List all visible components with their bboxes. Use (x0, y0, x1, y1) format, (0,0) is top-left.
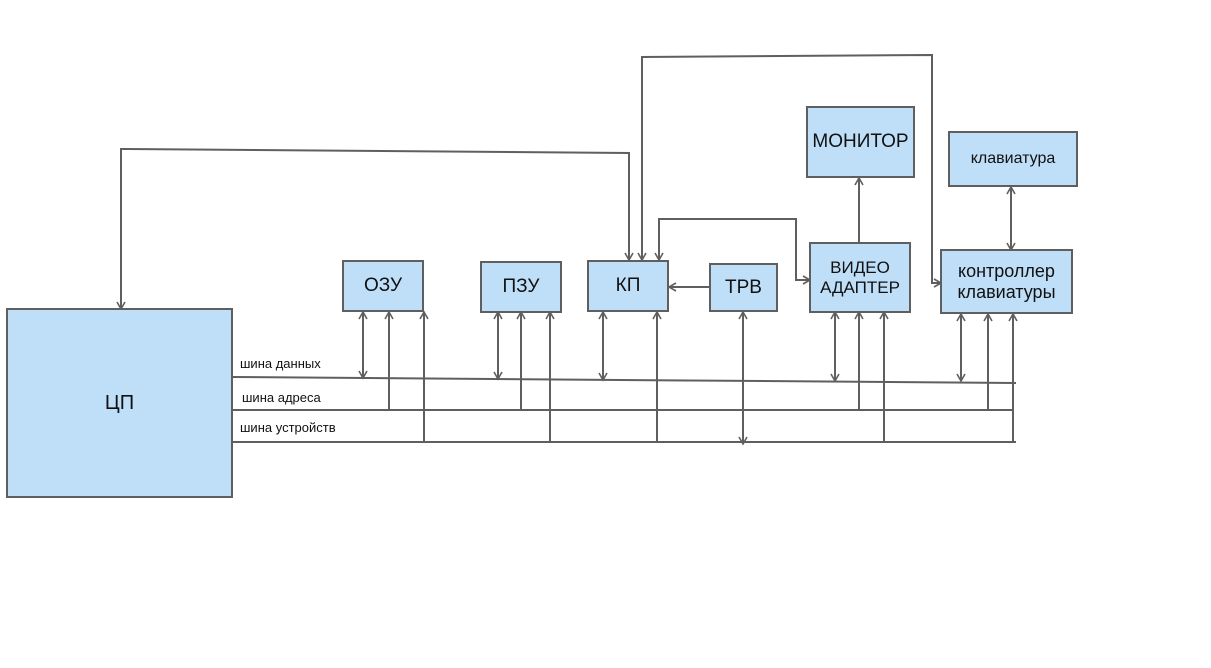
cpu-label: ЦП (104, 391, 135, 414)
kp-video-loop (654, 218, 812, 285)
device-bus-label: шина устройств (240, 420, 336, 435)
kp-label: КП (615, 275, 641, 297)
rom-label: ПЗУ (502, 276, 540, 298)
monitor-label: МОНИТОР (812, 131, 909, 153)
video-adapter-label: ВИДЕО АДАПТЕР (820, 257, 900, 297)
kp-cpu-loop (116, 147, 634, 311)
rom-block: ПЗУ (480, 261, 562, 313)
keyboard-block: клавиатура (948, 131, 1078, 187)
kp-block: КП (587, 260, 669, 312)
video-adapter-block: ВИДЕО АДАПТЕР (809, 242, 911, 313)
data-bus-label: шина данных (240, 356, 321, 371)
cpu-block: ЦП (6, 308, 233, 498)
trv-block: ТРВ (709, 263, 778, 312)
trv-label: ТРВ (725, 276, 762, 298)
data-bus-line (232, 376, 1017, 384)
address-bus-label: шина адреса (242, 390, 321, 405)
keyboard-label: клавиатура (970, 149, 1056, 167)
ram-block: ОЗУ (342, 260, 424, 312)
keyboard-controller-block: контроллер клавиатуры (940, 249, 1073, 314)
monitor-block: МОНИТОР (806, 106, 915, 178)
keyboard-controller-label: контроллер клавиатуры (957, 260, 1056, 302)
kp-kbc-loop (637, 53, 943, 288)
ram-label: ОЗУ (363, 275, 403, 297)
